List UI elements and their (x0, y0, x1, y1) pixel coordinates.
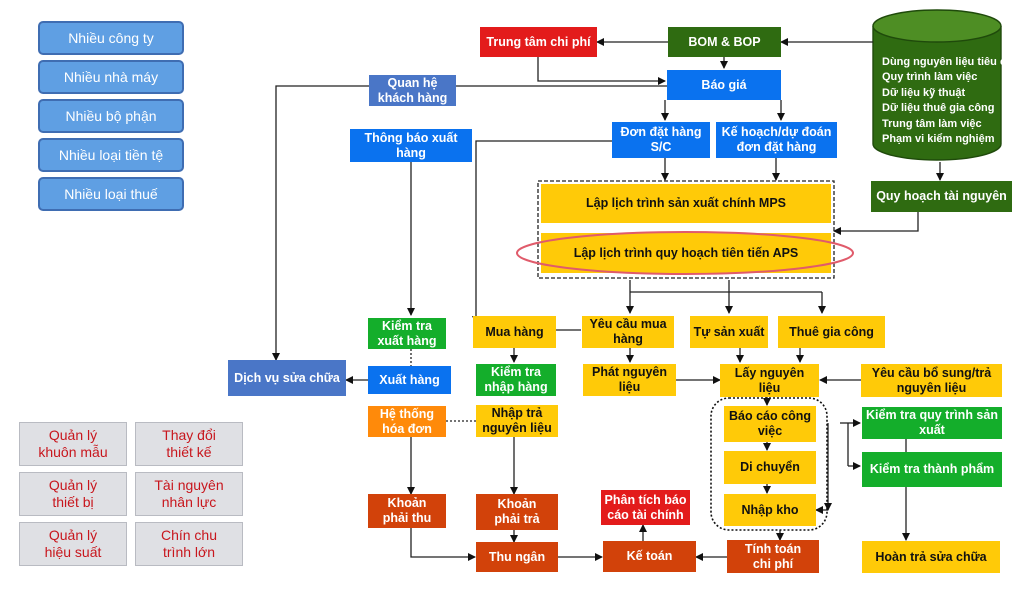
database-item: Trung tâm làm việc (882, 117, 982, 130)
database-item: Dùng nguyên liệu tiêu chuẩn (882, 56, 1020, 68)
node-repair-return[interactable]: Hoàn trả sửa chữa (862, 541, 1000, 573)
node-repair-service[interactable]: Dịch vụ sửa chữa (228, 360, 346, 396)
module-mold-management[interactable]: Quản lý khuôn mẫu (19, 422, 127, 466)
aps-highlight-ellipse (516, 231, 854, 275)
database-items: Dùng nguyên liệu tiêu chuẩn Quy trình là… (882, 55, 1020, 147)
node-accounting[interactable]: Kế toán (603, 541, 696, 572)
node-order-forecast[interactable]: Kế hoạch/dự đoán đơn đặt hàng (716, 122, 837, 158)
module-nine-cycles[interactable]: Chín chu trình lớn (135, 522, 243, 566)
module-equipment-management[interactable]: Quản lý thiết bị (19, 472, 127, 516)
node-material-issue[interactable]: Phát nguyên liệu (583, 364, 676, 396)
node-material-pick[interactable]: Lấy nguyên liệu (720, 364, 819, 397)
node-outsourcing[interactable]: Thuê gia công (778, 316, 885, 348)
node-payables[interactable]: Khoản phải trả (476, 494, 558, 530)
node-mps[interactable]: Lập lịch trình sản xuất chính MPS (541, 184, 831, 223)
node-move[interactable]: Di chuyển (724, 451, 816, 484)
node-shipment-check[interactable]: Kiểm tra xuất hàng (368, 318, 446, 349)
node-shipping-notice[interactable]: Thông báo xuất hàng (350, 129, 472, 162)
module-performance-management[interactable]: Quản lý hiệu suất (19, 522, 127, 566)
node-customer-relations[interactable]: Quan hệ khách hàng (369, 75, 456, 106)
node-cashier[interactable]: Thu ngân (476, 542, 558, 572)
node-cost-calc[interactable]: Tính toán chi phí (727, 540, 819, 573)
node-resource-planning[interactable]: Quy hoạch tài nguyên (871, 181, 1012, 212)
node-quote[interactable]: Báo giá (667, 70, 781, 100)
node-process-check[interactable]: Kiểm tra quy trình sản xuất (862, 407, 1002, 439)
node-warehouse-in[interactable]: Nhập kho (724, 494, 816, 526)
node-finished-check[interactable]: Kiểm tra thành phẩm (862, 452, 1002, 487)
node-purchase-request[interactable]: Yêu cầu mua hàng (582, 316, 674, 348)
database-item: Dữ liệu thuê gia công (882, 102, 995, 115)
node-aps[interactable]: Lập lịch trình quy hoạch tiên tiến APS (541, 233, 831, 273)
database-item: Phạm vi kiểm nghiệm (882, 133, 995, 146)
node-bom-bop[interactable]: BOM & BOP (668, 27, 781, 57)
side-item-multi-currency[interactable]: Nhiều loại tiền tệ (38, 138, 184, 172)
module-human-resources[interactable]: Tài nguyên nhân lực (135, 472, 243, 516)
node-invoice-system[interactable]: Hệ thống hóa đơn (368, 406, 446, 437)
side-item-multi-factory[interactable]: Nhiều nhà máy (38, 60, 184, 94)
node-material-return[interactable]: Nhập trả nguyên liệu (476, 405, 558, 437)
node-receivables[interactable]: Khoản phải thu (368, 494, 446, 528)
node-shipping[interactable]: Xuất hàng (368, 366, 451, 394)
database-item: Dữ liệu kỹ thuật (882, 86, 966, 99)
node-material-supplement[interactable]: Yêu cầu bổ sung/trả nguyên liệu (861, 364, 1002, 397)
module-design-change[interactable]: Thay đổi thiết kế (135, 422, 243, 466)
node-purchasing[interactable]: Mua hàng (473, 316, 556, 348)
node-cost-center[interactable]: Trung tâm chi phí (480, 27, 597, 57)
node-financial-report[interactable]: Phân tích báo cáo tài chính (601, 490, 690, 525)
node-sales-order[interactable]: Đơn đặt hàng S/C (612, 122, 710, 158)
node-work-report[interactable]: Báo cáo công việc (724, 406, 816, 442)
side-item-multi-company[interactable]: Nhiều công ty (38, 21, 184, 55)
node-self-production[interactable]: Tự sản xuất (690, 316, 768, 348)
node-receiving-check[interactable]: Kiểm tra nhập hàng (476, 364, 556, 396)
side-item-multi-tax[interactable]: Nhiều loại thuế (38, 177, 184, 211)
database-item: Quy trình làm việc (882, 71, 978, 84)
side-item-multi-department[interactable]: Nhiều bộ phận (38, 99, 184, 133)
